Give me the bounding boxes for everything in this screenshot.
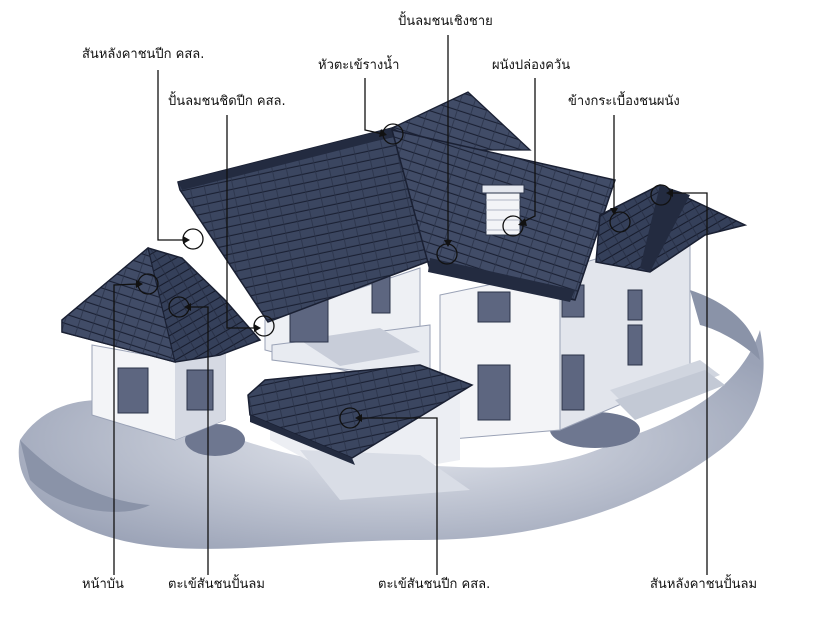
label-hip-to-slab: ตะเข้สันชนปีก คสล.	[378, 577, 490, 593]
label-hip-to-verge: ตะเข้สันชนปั้นลม	[168, 577, 265, 593]
label-chimney-wall: ผนังปล่องควัน	[492, 58, 570, 74]
label-side-tile-wall: ข้างกระเบื้องชนผนัง	[568, 94, 680, 110]
label-ridge-to-verge: สันหลังคาชนปั้นลม	[650, 577, 757, 593]
label-gable-front: หน้าบัน	[82, 577, 124, 593]
label-valley-gutter: หัวตะเข้รางน้ำ	[318, 58, 399, 74]
label-eave-fascia-end: ปั้นลมชนชิดปีก คสล.	[168, 94, 286, 110]
label-top-left-ridge: สันหลังคาชนปีก คสล.	[82, 47, 204, 63]
label-eave-hip-end: ปั้นลมชนเชิงชาย	[398, 14, 493, 30]
